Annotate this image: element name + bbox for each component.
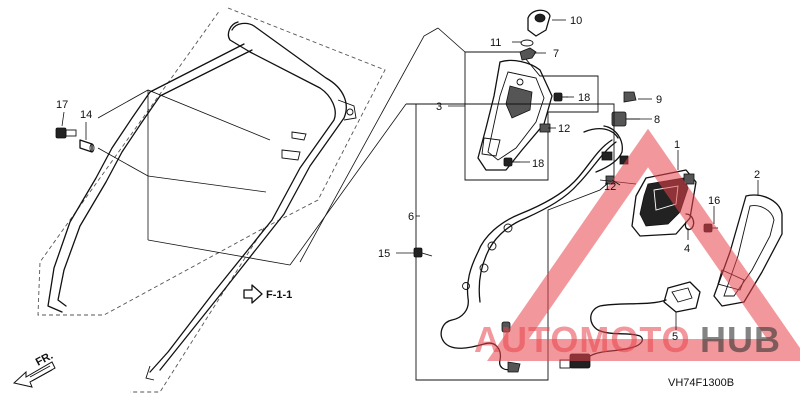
handle-bar [47,21,357,381]
knob-10 [527,9,551,37]
harness-group-box [406,103,615,381]
bolt-17 [55,127,77,139]
screw-18-lower [503,157,520,167]
front-direction-arrow [12,361,56,388]
callout-leaders [61,19,759,330]
screw-15 [413,247,433,258]
harness-top-leader [289,27,466,266]
watermark-logo: AUTOMOTO HUB [474,128,800,361]
callout-18-upper: 18 [578,92,590,104]
switch-housing-3 [477,59,553,171]
callout-10: 10 [570,15,582,27]
callout-4: 4 [684,243,690,255]
washer-11 [520,39,534,47]
reference-arrow [243,284,263,304]
collar-14 [79,139,95,153]
callout-17: 17 [56,99,68,111]
callout-14: 14 [80,109,92,121]
callout-16: 16 [708,195,720,207]
callout-5: 5 [672,331,678,343]
callout-15: 15 [378,248,390,260]
callout-1: 1 [674,139,680,151]
callout-12-upper: 12 [558,123,570,135]
housing-group-box [464,51,599,181]
callout-2: 2 [754,169,760,181]
callout-18-lower: 18 [532,158,544,170]
watermark-text-primary: AUTOMOTO [474,319,691,360]
handle-leaders [97,89,291,266]
drawing-code: VH74F1300B [668,377,734,389]
callout-12-lower: 12 [604,181,616,193]
nut-7 [519,47,537,61]
callout-3: 3 [436,101,442,113]
cap-9 [623,91,637,103]
callout-7: 7 [553,48,559,60]
handle-frame-outline [37,7,386,393]
callout-numbers: 10 11 7 3 18 9 8 12 18 1 2 12 16 4 6 15 … [34,15,760,389]
callout-6: 6 [408,211,414,223]
callout-11: 11 [490,37,501,49]
screw-18-upper [553,92,568,102]
reference-label: F-1-1 [266,289,292,301]
callout-8: 8 [654,114,660,126]
callout-9: 9 [656,94,662,106]
watermark-text-secondary: HUB [700,319,781,360]
